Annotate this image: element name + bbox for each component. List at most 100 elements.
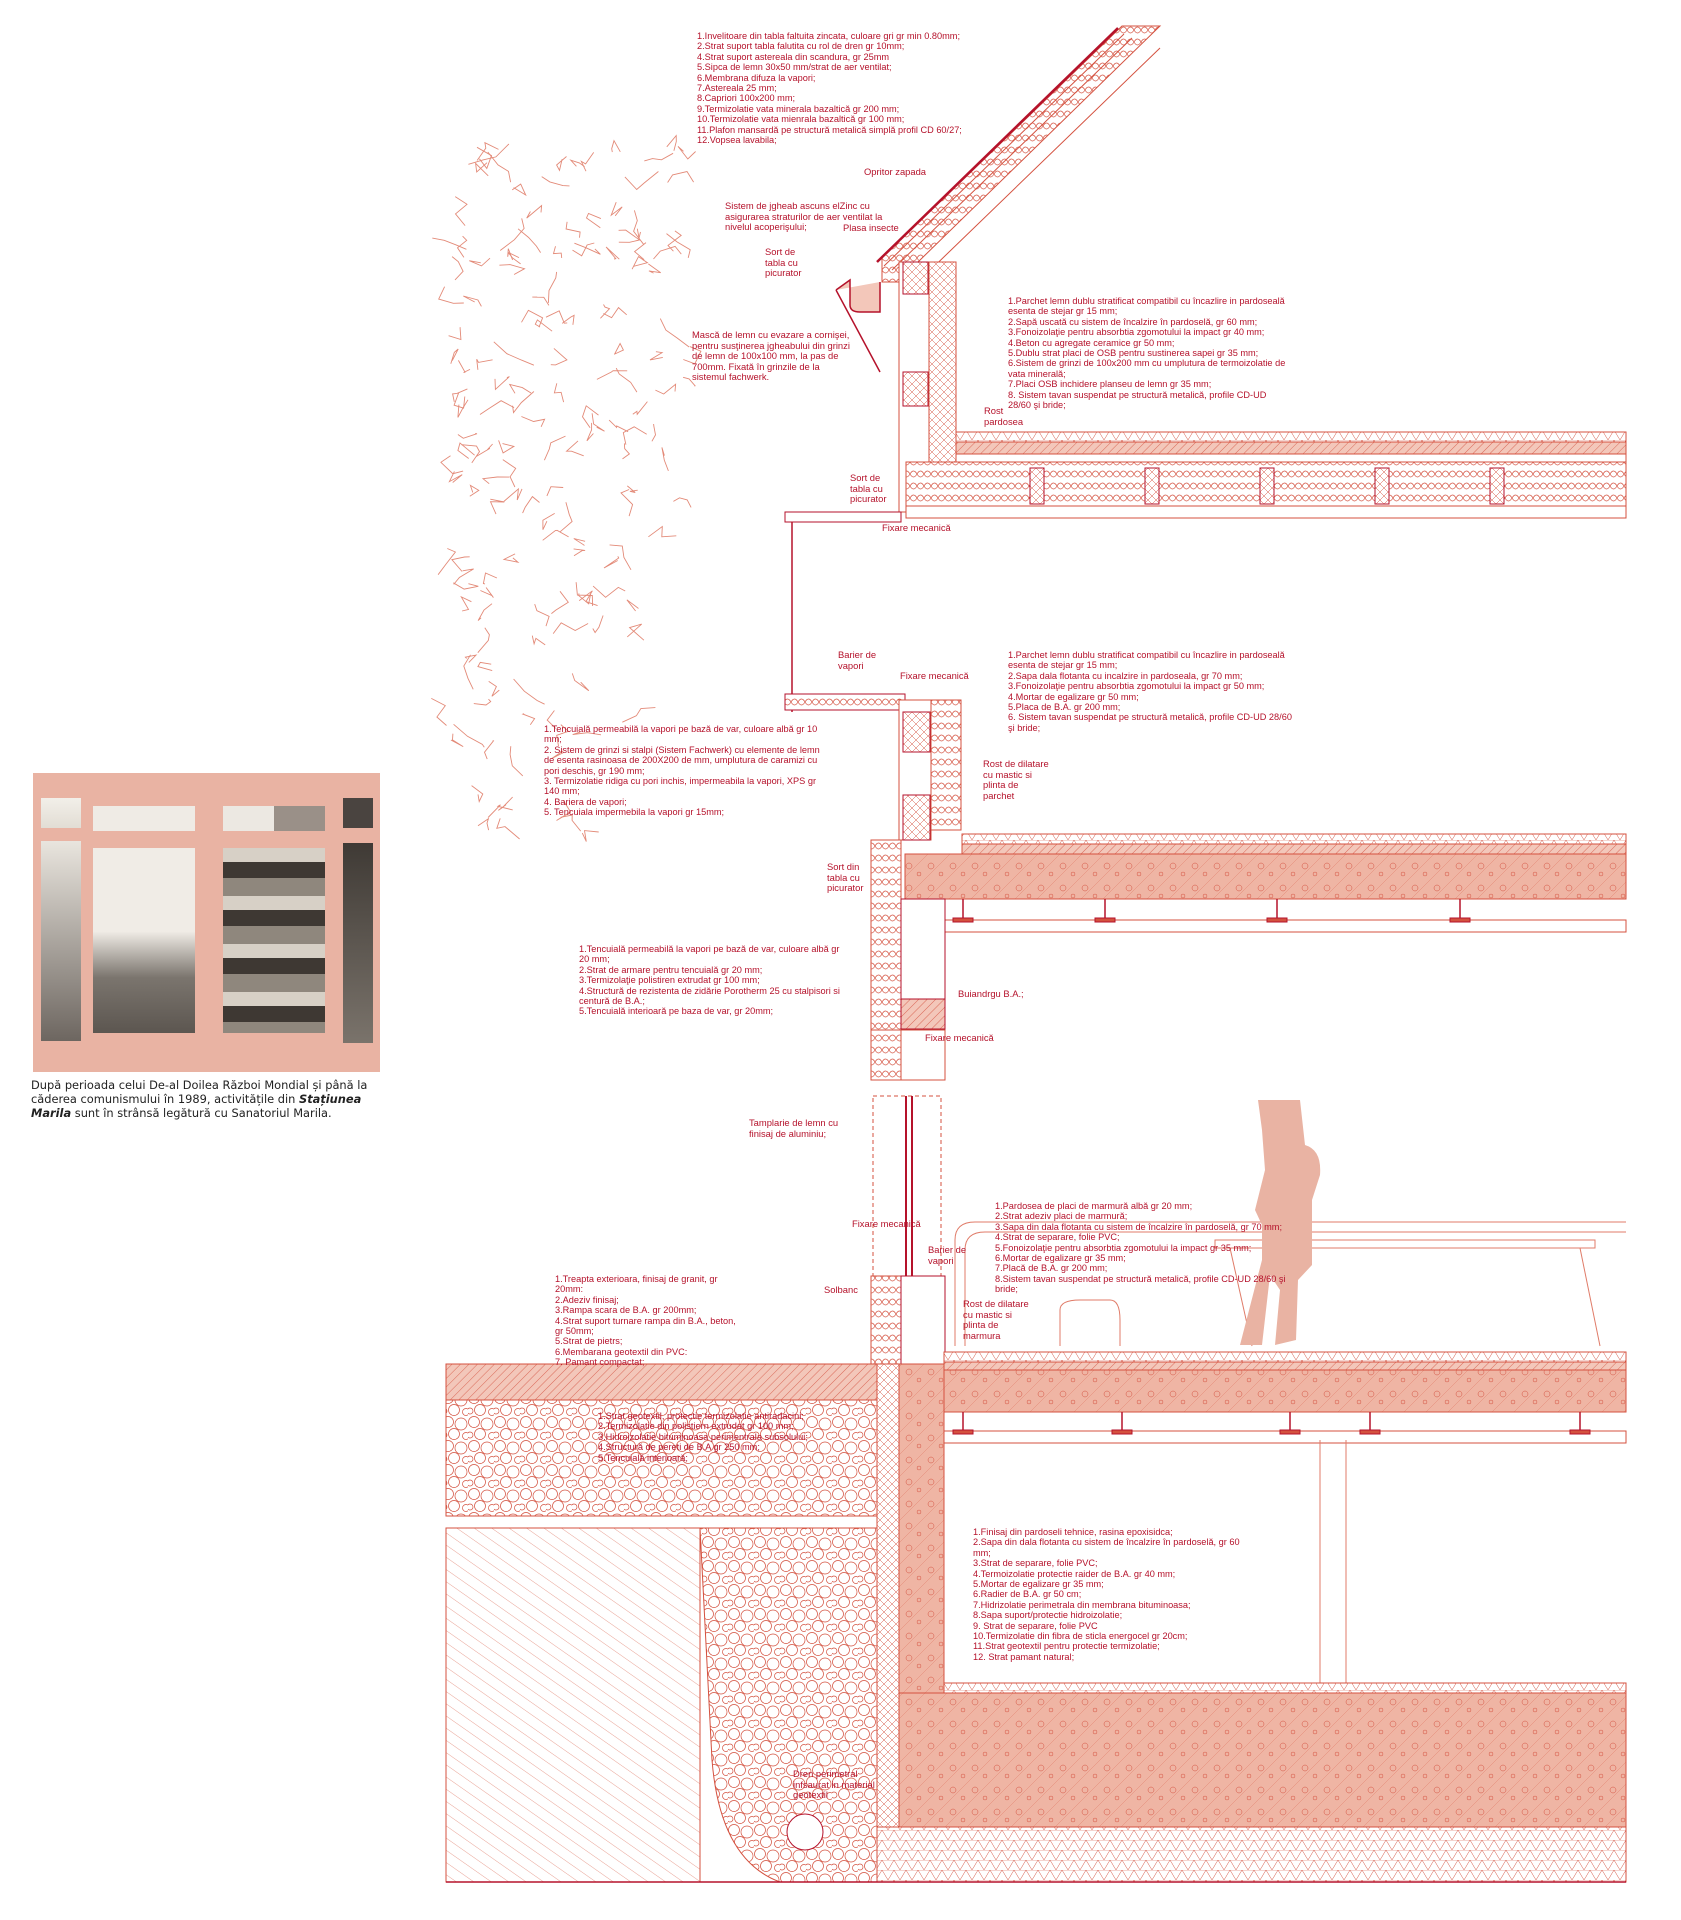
tree-branch-stroke [677,146,696,160]
caption-text: După perioada celui De-al Doilea Război … [31,1078,368,1107]
note-line: 11.Strat geotextil pentru protectie term… [973,1641,1160,1652]
note-line: 4.Strat de separare, folie PVC; [995,1232,1120,1243]
label-eave-drip-flashing: Sort de tabla cu picurator [850,472,887,505]
furniture-outline [954,1221,1626,1700]
tree-branch-stroke [659,318,690,348]
label-drip-flashing: Sort din tabla cu picurator [827,861,864,894]
note-line: 2.Strat suport tabla falutita cu rol de … [697,41,905,52]
tree-branch-stroke [560,814,582,832]
tree-branch-stroke [460,595,472,612]
tree-branch-stroke [546,486,564,497]
tree-branch-stroke [666,134,677,151]
tree-branch-stroke [512,391,535,414]
note-line: 8.Sapa suport/protectie hidroizolatie; [973,1610,1123,1621]
tree-branch-stroke [622,707,656,723]
caption-text-end: sunt în strânsă legătură cu Sanatoriul M… [71,1106,332,1121]
tree-branch-stroke [667,170,694,183]
label-cornice-mask: Mască de lemn cu evazare a cornişei, pen… [692,329,850,383]
tree-branch-stroke [463,654,474,690]
note-line: 7.Placi OSB inchidere planseu de lemn gr… [1008,379,1212,390]
tree-branch-stroke [461,444,481,464]
photo-pane [41,798,81,828]
tree-branch-stroke [596,370,628,380]
note-line: 6.Radier de B.A. gr 50 cm; [973,1589,1082,1600]
timber-joist [1259,467,1275,505]
note-line: 5.Sipca de lemn 30x50 mm/strat de aer ve… [697,62,892,73]
tree-branch-stroke [556,724,570,747]
photo-pane [223,806,325,831]
tree-branch-stroke [511,183,527,197]
note-line: 5.Fonoizolaţie pentru absorbtia zgomotul… [995,1242,1252,1253]
note-line: 1.Tencuială permeabilă la vapori pe bază… [544,724,818,745]
tree-branch-stroke [440,455,464,475]
label-mechanical-fixing: Fixare mecanică [852,1218,921,1229]
tree-branch-stroke [448,327,462,341]
tree-branch-stroke [457,442,475,459]
note-line: 6.Membarana geotextil din PVC: [555,1346,688,1357]
note-line: 2.Termizolatie din polistiern extrudat g… [598,1421,794,1432]
tree-branch-stroke [483,740,495,760]
tree-branch-stroke [469,257,491,267]
tree-branch-stroke [565,221,581,238]
tree-branch-stroke [578,592,592,605]
label-parquet-expansion-joint: Rost de dilatare cu mastic si plinta de … [983,758,1049,801]
note-line: 2.Sapa din dala flotanta cu sistem de în… [973,1537,1240,1558]
note-line: 7.Hidrizolatie perimetrala din membrana … [973,1599,1191,1610]
tree-branch-stroke [542,529,569,541]
tree-branch-stroke [585,212,602,229]
note-line: 1.Treapta exterioara, finisaj de granit,… [555,1274,718,1295]
photo-pane [93,848,195,1033]
ground-floor-layers-note: 1.Pardosea de placi de marmură albă gr 2… [995,1201,1295,1295]
tree-branch-stroke [624,171,659,191]
photo-pane [223,848,325,1033]
note-line: 3.Rampa scara de B.A. gr 200mm; [555,1305,697,1316]
note-line: 6.Membrana difuza la vapori; [697,72,816,83]
tree-branch-stroke [592,615,604,634]
note-line: 5.Strat de pietrs; [555,1336,623,1347]
tree-branch-stroke [614,342,625,355]
tree-branch-stroke [452,388,468,402]
tree-branch-stroke [480,587,494,598]
note-line: 12. Strat pamant natural; [973,1651,1075,1662]
tree-branch-stroke [547,271,558,303]
photo-pane [343,798,373,828]
tree-branch-stroke [471,785,484,803]
tree-branch-stroke [431,697,447,726]
note-line: 4.Structură de rezistenta de zidărie Por… [579,985,840,1007]
tree-branch-stroke [556,156,567,172]
ceiling-profile [952,917,974,923]
tree-branch-stroke [648,525,677,538]
note-line: 5.Dublu strat placi de OSB pentru sustin… [1008,348,1259,359]
tree-branch-stroke [551,591,569,614]
tree-branch-stroke [508,383,532,394]
note-line: 3.Fonoizolaţie pentru absorbtia zgomotul… [1008,681,1265,692]
tree-branch-stroke [627,623,645,641]
ceiling-profile [952,1429,974,1435]
tree-branch-stroke [438,286,464,304]
porotherm-wall-layers-note: 1.Tencuială permeabilă la vapori pe bază… [579,944,849,1017]
tree-branch-stroke [571,673,590,692]
note-line: 5.Tencuială interioară pe baza de var, g… [579,1006,774,1017]
label-lintel: Buiandrgu B.A.; [958,988,1024,999]
tree-branch-stroke [532,296,550,306]
tree-branch-stroke [463,295,482,307]
label-vapor-barrier: Barier de vapori [838,649,877,671]
tree-branch-stroke [545,310,568,324]
tree-branch-stroke [499,218,525,251]
tree-branch-stroke [632,401,648,416]
tree-branch-stroke [559,502,573,533]
tree-branch-stroke [661,447,669,472]
tree-branch-stroke [542,513,555,530]
tree-branch-stroke [565,440,584,457]
tree-branch-stroke [502,553,520,563]
note-line: 6. Sistem tavan suspendat pe structură m… [1008,712,1292,733]
tree-branch-stroke [432,237,467,250]
ceiling-profile [1569,1429,1591,1435]
tree-branch-stroke [581,830,599,842]
tree-branch-stroke [517,228,541,253]
note-line: 2.Strat de armare pentru tencuială gr 20… [579,964,763,975]
tree-branch-stroke [489,498,505,515]
tree-branch-stroke [458,360,471,373]
note-line: 4.Strat suport astereala din scandura, g… [697,51,890,62]
